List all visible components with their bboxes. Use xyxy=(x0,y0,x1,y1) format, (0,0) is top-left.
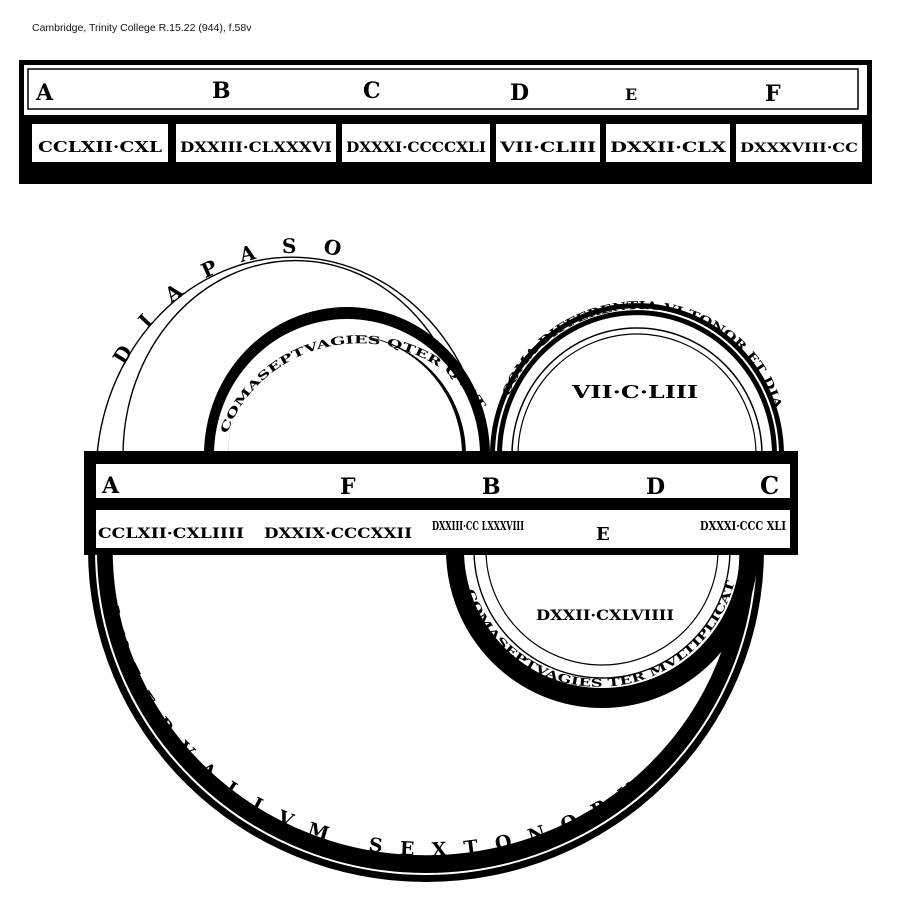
top-number: DXXXVIII·CC xyxy=(740,141,858,156)
top-letters: A B C D E F xyxy=(35,78,781,107)
left-inner-loop xyxy=(204,307,490,455)
top-letter: B xyxy=(212,78,231,104)
top-number: DXXIII·CLXXXVI xyxy=(180,140,332,156)
right-loop-center-number: VII·C·LIII xyxy=(571,382,698,403)
right-loop xyxy=(490,303,784,456)
top-number: DXXII·CLX xyxy=(610,140,726,156)
mid-center-letter: E xyxy=(596,524,610,545)
mid-letter: B xyxy=(482,474,501,500)
mid-letter: F xyxy=(340,474,356,500)
bottom-u-loop xyxy=(88,549,764,882)
top-table xyxy=(19,60,872,184)
top-letter: D xyxy=(510,80,529,106)
top-number: VII·CLIII xyxy=(499,140,596,156)
mid-letter: D xyxy=(646,474,665,500)
mid-number: DXXXI·CCC XLI xyxy=(700,519,786,533)
top-number: CCLXII·CXL xyxy=(38,138,163,156)
middle-table xyxy=(84,451,798,555)
lower-right-center-number: DXXII·CXLVIIII xyxy=(536,608,674,624)
top-letter: F xyxy=(765,81,781,107)
top-letter: E xyxy=(625,85,637,104)
mid-letter: C xyxy=(760,471,779,500)
top-letter: A xyxy=(35,80,54,106)
middle-numbers: CCLXII·CXLIIII DXXIX·CCCXXII DXXIII·CC L… xyxy=(98,519,786,542)
mid-letter: A xyxy=(101,473,120,499)
lower-right-loop xyxy=(446,549,758,708)
bottom-arc-text: INTERVALLVM SEXTONORVM xyxy=(100,604,684,861)
mid-number: DXXIX·CCCXXII xyxy=(264,526,412,542)
top-number: DXXXI·CCCCXLI xyxy=(346,140,486,156)
mid-number: CCLXII·CXLIIII xyxy=(98,526,244,542)
mid-number: DXXIII·CC LXXXVIII xyxy=(432,519,524,533)
top-letter: C xyxy=(363,78,381,104)
manuscript-caption: Cambridge, Trinity College R.15.22 (944)… xyxy=(32,22,252,34)
top-numbers: CCLXII·CXL DXXIII·CLXXXVI DXXXI·CCCCXLI … xyxy=(38,138,858,156)
bottom-arc-textpath: INTERVALLVM SEXTONORVM xyxy=(100,604,666,861)
middle-letters: A F B D C E xyxy=(101,471,779,545)
